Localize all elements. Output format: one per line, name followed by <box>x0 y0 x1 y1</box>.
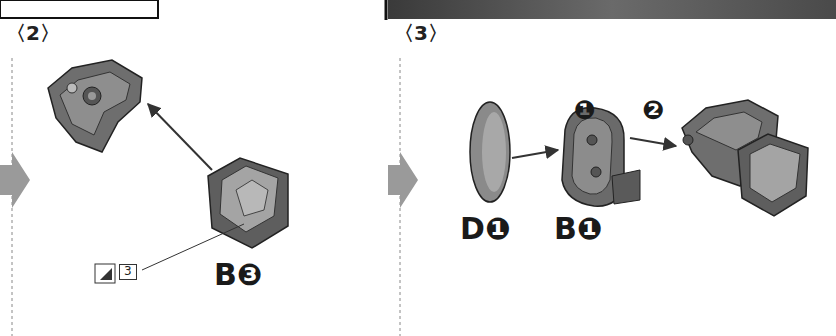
part-number: B❶ <box>554 212 602 245</box>
step-marker: ❷ <box>642 96 664 125</box>
sticker-number-text: 3 <box>124 265 132 279</box>
sticker-number: 3 <box>119 264 137 280</box>
step-number-text: 〈3〉 <box>394 22 448 45</box>
step-number: 〈2〉 <box>2 20 64 47</box>
step-marker: ❶ <box>574 96 596 125</box>
step-number-text: 〈2〉 <box>6 22 60 45</box>
part-number: D❶ <box>460 212 510 245</box>
part-number: B❸ <box>214 258 262 291</box>
step-number: 〈3〉 <box>390 20 452 47</box>
